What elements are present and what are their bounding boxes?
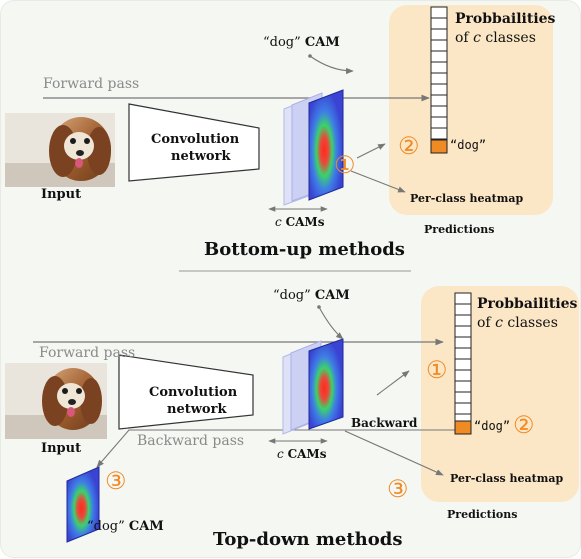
top-step-2-badge: ② xyxy=(398,132,420,160)
top-predictions-panel xyxy=(389,5,553,215)
bottom-output-cam-word: CAM xyxy=(128,519,164,534)
bottom-c-cams-word: CAMs xyxy=(287,447,327,461)
bottom-output-cam-quote: “dog” xyxy=(87,519,125,534)
bottom-backward-label: Backward xyxy=(351,416,418,430)
bottom-dog-class-label: “dog” xyxy=(474,419,511,433)
bottom-arrow-to-heatmap xyxy=(344,430,444,476)
top-forward-pass-label: Forward pass xyxy=(43,76,140,92)
bottom-c-cams-label: c CAMs xyxy=(277,447,326,461)
bottom-conv-network xyxy=(118,354,254,430)
bottom-output-cam xyxy=(66,466,100,543)
bottom-output-cam-label: “dog” CAM xyxy=(87,519,164,534)
bottom-prob-sub-of: of xyxy=(477,315,491,331)
bottom-prob-bar xyxy=(454,292,472,435)
top-prob-title: Probbailities xyxy=(455,11,556,27)
top-c-cams-label: c CAMs xyxy=(275,215,324,229)
bottom-cam-pointer xyxy=(318,306,344,340)
top-conv-label-1: Convolution xyxy=(151,132,240,147)
top-section-title: Bottom-up methods xyxy=(204,239,405,260)
bottom-heatmap-label: Per-class heatmap xyxy=(450,472,564,485)
bottom-c-cams-c: c xyxy=(277,447,284,461)
bottom-dog-cam-word: CAM xyxy=(314,288,350,303)
bottom-step-1-badge: ① xyxy=(426,356,448,384)
top-input-label: Input xyxy=(41,187,82,202)
bottom-dog-class-cell xyxy=(454,420,472,435)
top-prob-sub-c: c xyxy=(473,30,481,46)
top-conv-label-2: network xyxy=(171,149,231,164)
bottom-dog-cam-quote: “dog” xyxy=(273,288,311,303)
top-dog-cam-word: CAM xyxy=(304,35,340,50)
bottom-cam-stack xyxy=(282,338,344,435)
bottom-prob-sub-c: c xyxy=(495,315,503,331)
bottom-input-image xyxy=(5,363,107,439)
top-dog-class-label: “dog” xyxy=(450,138,487,152)
top-c-cams-c: c xyxy=(275,215,282,229)
top-predictions-label: Predictions xyxy=(424,223,495,236)
bottom-forward-pass-label: Forward pass xyxy=(39,345,136,361)
top-heatmap-label: Per-class heatmap xyxy=(410,192,524,205)
bottom-prob-sub-classes: classes xyxy=(507,315,558,331)
top-step-1-badge: ① xyxy=(334,151,356,179)
top-dog-cam-label: “dog” CAM xyxy=(263,35,340,50)
top-arrow-to-heatmap xyxy=(350,170,406,193)
bottom-section-title: Top-down methods xyxy=(213,529,403,550)
bottom-prob-sub: of c classes xyxy=(477,315,558,331)
bottom-conv-label-1: Convolution xyxy=(149,385,238,400)
bottom-step-3-badge-right: ③ xyxy=(387,475,409,503)
top-cam-stack xyxy=(283,89,344,206)
bottom-prob-title: Probbailities xyxy=(477,296,578,312)
top-dog-cam-quote: “dog” xyxy=(263,35,301,50)
top-prob-sub: of c classes xyxy=(455,30,536,46)
bottom-backward-pass-label: Backward pass xyxy=(137,433,245,449)
bottom-backward-arrow xyxy=(96,429,455,468)
bottom-predictions-label: Predictions xyxy=(447,508,518,521)
bottom-arrow-to-prob xyxy=(376,370,410,396)
top-dog-class-cell xyxy=(430,139,448,154)
top-prob-sub-classes: classes xyxy=(485,30,536,46)
top-prob-sub-of: of xyxy=(455,30,469,46)
top-arrow-to-prob xyxy=(356,143,386,159)
bottom-conv-label-2: network xyxy=(167,402,227,417)
top-cam-pointer xyxy=(309,55,354,75)
bottom-step-2-badge: ② xyxy=(513,411,535,439)
bottom-dog-cam-label: “dog” CAM xyxy=(273,288,350,303)
top-c-cams-word: CAMs xyxy=(285,215,325,229)
bottom-step-3-badge-left: ③ xyxy=(105,467,127,495)
top-conv-network xyxy=(128,103,260,182)
top-prob-bar xyxy=(430,6,448,154)
bottom-input-label: Input xyxy=(41,441,82,456)
top-input-image xyxy=(5,113,115,187)
